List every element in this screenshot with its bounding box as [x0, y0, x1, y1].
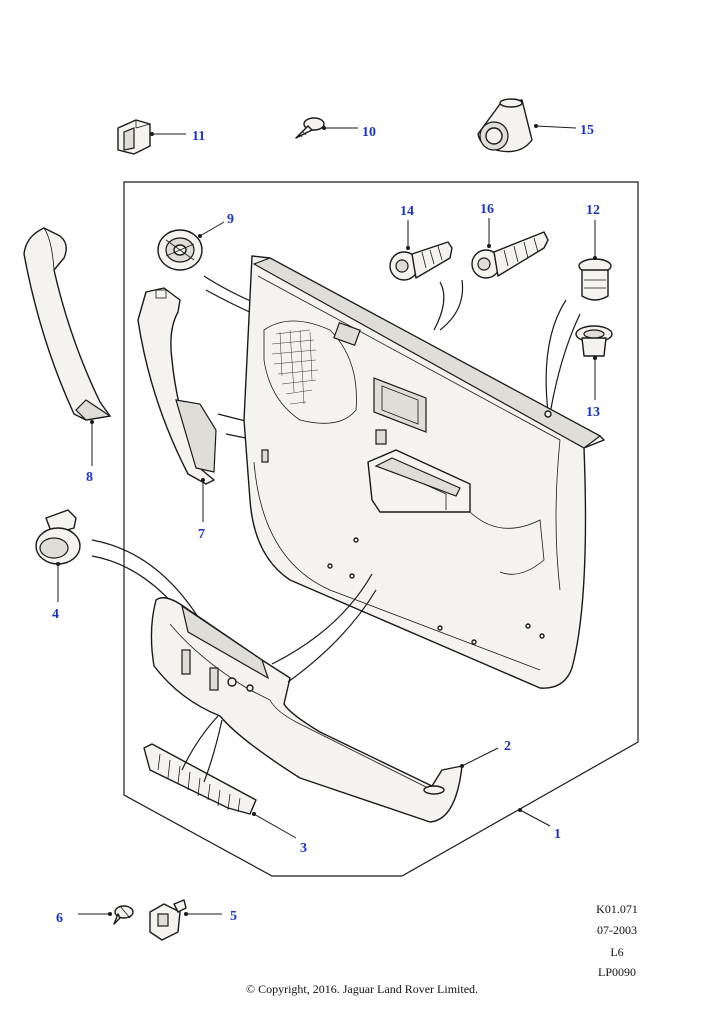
- part-14-clip: [389, 241, 453, 281]
- reference-level: L6: [610, 945, 624, 959]
- callout-16: 16: [480, 202, 494, 217]
- callout-12: 12: [586, 203, 600, 218]
- callout-6: 6: [56, 911, 63, 926]
- copyright-notice: © Copyright, 2016. Jaguar Land Rover Lim…: [245, 982, 479, 996]
- part-3-insulator: [143, 743, 257, 815]
- callout-15: 15: [580, 123, 594, 138]
- part-12-bush: [578, 258, 612, 301]
- callout-10: 10: [362, 125, 376, 140]
- part-6-screw: [113, 905, 134, 925]
- callout-9: 9: [227, 212, 234, 227]
- callout-4: 4: [52, 607, 59, 622]
- fit-line-14-16: [433, 279, 464, 331]
- callout-13: 13: [586, 405, 600, 420]
- callout-7: 7: [198, 527, 205, 542]
- part-5-clip: [149, 899, 187, 941]
- part-11-clip: [117, 119, 151, 155]
- callout-3: 3: [300, 841, 307, 856]
- fit-line-3: [181, 715, 223, 783]
- part-16-clip: [471, 231, 549, 279]
- part-13-cap: [575, 325, 613, 357]
- part-10-screw: [295, 117, 325, 139]
- callout-2: 2: [504, 739, 511, 754]
- part-15-grommet: [477, 98, 533, 153]
- callout-5: 5: [230, 909, 237, 924]
- fit-line-2: [271, 573, 377, 683]
- leader-1: [519, 809, 551, 827]
- reference-code: K01.071: [596, 902, 638, 916]
- part-7-door-pull: [137, 287, 217, 485]
- reference-plate: LP0090: [597, 965, 636, 979]
- leader-15: [535, 125, 577, 129]
- callout-1: 1: [554, 827, 561, 842]
- callout-14: 14: [400, 204, 414, 219]
- callout-11: 11: [192, 129, 205, 144]
- leader-9: [199, 221, 225, 237]
- assembly-frame: [123, 181, 639, 877]
- part-8-grab-handle: [23, 227, 112, 421]
- door-trim-panel: [243, 255, 605, 689]
- leader-3: [253, 813, 297, 839]
- part-9-speaker-grille: [157, 229, 203, 271]
- part-4-knob: [35, 509, 81, 565]
- callout-8: 8: [86, 470, 93, 485]
- reference-date: 07-2003: [597, 923, 637, 937]
- part-2-lower-trim: [150, 597, 463, 823]
- leader-2: [461, 747, 499, 767]
- fit-line-12-13: [545, 299, 581, 415]
